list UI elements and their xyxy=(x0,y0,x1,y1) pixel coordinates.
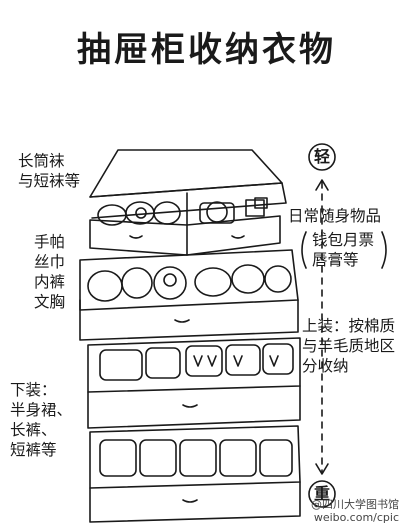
bottoms-label-line: 半身裙、 xyxy=(10,401,73,419)
daily-paren-line: 钱包月票 xyxy=(312,231,375,249)
underwear-items xyxy=(87,264,292,302)
bottoms-label: 下装： 半身裙、 长裤、 短裤等 xyxy=(10,380,72,460)
tops-folded xyxy=(99,343,294,381)
watermark: @四川大学图书馆 weibo.com/cpic xyxy=(311,498,399,524)
socks-label-line: 长筒袜 xyxy=(18,152,65,170)
drawer-4-front xyxy=(89,481,301,523)
daily-paren-line: 唇膏等 xyxy=(312,251,359,269)
drawer-1-frame xyxy=(89,182,287,219)
page-title: 抽屉柜收纳衣物 xyxy=(77,30,336,70)
heavy-label: 重 xyxy=(313,484,330,503)
drawer-4-handle xyxy=(182,499,198,503)
tops-label-line: 分收纳 xyxy=(302,357,349,375)
tops-label-line: 与羊毛质地区 xyxy=(302,337,396,355)
daily-paren-label: 钱包月票 唇膏等 xyxy=(312,230,374,270)
drawer-2-front xyxy=(79,299,299,341)
socks-rolls xyxy=(97,201,181,226)
watermark-line: weibo.com/cpic xyxy=(313,511,399,524)
light-label: 轻 xyxy=(313,147,330,166)
socks-label: 长筒袜 与短袜等 xyxy=(18,151,80,191)
paren-right xyxy=(381,231,387,269)
daily-label: 日常随身物品 xyxy=(288,207,382,225)
tops-label-line: 上装：按棉质 xyxy=(302,317,396,335)
daily-items xyxy=(199,197,268,224)
small-items-line: 手帕 xyxy=(34,233,66,251)
drawer-1-handle-left xyxy=(129,235,143,239)
arrow-up-icon xyxy=(315,179,329,191)
drawer-1-handle-right xyxy=(231,235,245,239)
small-items-line: 内裤 xyxy=(34,273,66,291)
small-items-line: 丝巾 xyxy=(34,253,66,271)
socks-label-line: 与短袜等 xyxy=(18,172,81,190)
bottoms-label-line: 短裤等 xyxy=(10,441,57,459)
bottoms-label-line: 下装： xyxy=(10,381,57,399)
drawer-3-handle xyxy=(182,404,198,408)
drawer-2-handle xyxy=(174,319,190,323)
paren-left xyxy=(301,231,307,269)
light-circle xyxy=(308,143,336,171)
bottoms-label-line: 长裤、 xyxy=(10,421,57,439)
bottoms-folded xyxy=(99,439,293,477)
small-items-line: 文胸 xyxy=(34,293,66,311)
heavy-circle xyxy=(308,480,336,508)
tops-label: 上装：按棉质 与羊毛质地区 分收纳 xyxy=(302,316,395,376)
arrow-down-icon xyxy=(315,463,329,475)
drawer-3-front xyxy=(87,385,301,429)
small-items-label: 手帕 丝巾 内裤 文胸 xyxy=(34,232,65,312)
drawer-4-frame xyxy=(89,425,301,489)
watermark-line: @四川大学图书馆 xyxy=(311,498,399,511)
